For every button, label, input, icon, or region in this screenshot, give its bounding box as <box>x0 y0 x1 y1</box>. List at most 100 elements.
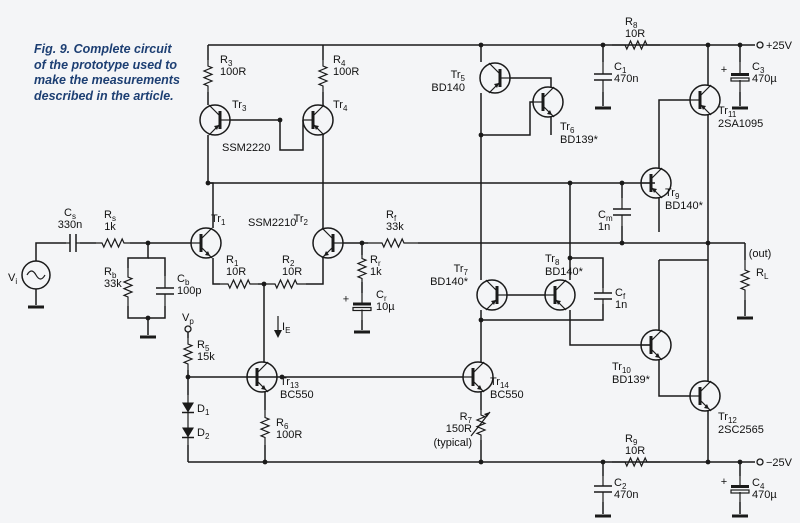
designator-main: R <box>625 433 633 445</box>
transistor-tr4: Tr4 <box>302 99 348 136</box>
ic-label-upper: SSM2220 <box>222 142 270 154</box>
designator-sub: 5 <box>205 344 210 353</box>
transistor-designator: Tr7 <box>454 263 469 277</box>
designator-sub: s <box>112 214 116 223</box>
capacitor-value: 1n <box>598 221 610 233</box>
designator-main: Tr <box>545 253 555 265</box>
transistor-designator: Tr13 <box>280 376 299 390</box>
diode-d1: D1 <box>182 395 210 420</box>
junction-dot <box>279 374 285 380</box>
capacitor-value: 10µ <box>376 301 395 313</box>
transistor-emitter <box>200 246 213 259</box>
diode-d2: D2 <box>182 420 210 445</box>
designator-sub: 1 <box>221 218 226 227</box>
designator-main: C <box>598 209 606 221</box>
designator-sub: i <box>15 277 17 286</box>
designator-main: Tr <box>665 187 675 199</box>
resistor-symbol <box>475 410 487 440</box>
designator-sub: 1 <box>622 66 627 75</box>
junction-dot <box>600 459 606 465</box>
vp-label: Vp <box>182 312 194 326</box>
transistor-emitter <box>699 399 712 412</box>
designator-sub: b <box>185 278 190 287</box>
designator-main: R <box>276 417 284 429</box>
designator-main: R <box>282 254 290 266</box>
designator-main: C <box>614 477 622 489</box>
transistor-designator: Tr4 <box>333 99 348 113</box>
designator-main: V <box>8 272 16 284</box>
transistor-collector <box>488 62 501 75</box>
resistor-symbol <box>368 237 418 249</box>
positive-rail-label: +25V <box>766 40 793 52</box>
wire <box>570 304 604 321</box>
transistor-designator: Tr5 <box>451 69 466 83</box>
transistor-collector <box>200 227 213 240</box>
wire <box>658 360 690 397</box>
designator-sub: 2 <box>205 432 210 441</box>
designator-main: R <box>104 266 112 278</box>
resistor-value: 1k <box>370 266 382 278</box>
resistor-designator: R3 <box>220 54 233 68</box>
resistor-value: 33k <box>386 221 404 233</box>
resistor-designator: R8 <box>625 16 638 30</box>
transistor-part: 2SA1095 <box>718 118 763 130</box>
transistor-collector <box>699 84 712 97</box>
wire <box>569 320 650 346</box>
designator-sub: 14 <box>500 381 509 390</box>
junction-dot <box>277 117 283 123</box>
capacitor-designator: C1 <box>614 61 627 75</box>
capacitor-value: 470n <box>614 73 638 85</box>
diode-designator: D1 <box>197 403 210 417</box>
junction-dot <box>600 42 606 48</box>
transistor-designator: Tr3 <box>232 99 247 113</box>
transistor-part: 2SC2565 <box>718 424 764 436</box>
resistor-designator: RL <box>756 267 769 281</box>
transistor-designator: Tr14 <box>490 376 509 390</box>
designator-main: Tr <box>454 263 464 275</box>
resistor-value: 33k <box>104 278 122 290</box>
capacitor-value: 100p <box>177 285 201 297</box>
wire <box>510 77 552 87</box>
resistor-designator: R2 <box>282 254 295 268</box>
capacitor-plate <box>731 73 749 76</box>
transistor-part: BD139* <box>560 134 599 146</box>
designator-sub: 9 <box>633 438 638 447</box>
capacitor-designator: C3 <box>752 61 765 75</box>
transistor-emitter <box>256 380 269 393</box>
resistor-designator: R6 <box>276 417 289 431</box>
designator-main: R <box>197 339 205 351</box>
designator-main: Tr <box>211 213 221 225</box>
designator-sub: f <box>623 292 626 301</box>
capacitor-designator: Cf <box>615 287 626 301</box>
junction-dot <box>737 459 743 465</box>
designator-sub: 10 <box>622 366 631 375</box>
designator-main: R <box>226 254 234 266</box>
lower-pair-label: SSM2210 <box>248 217 296 229</box>
junction-dot <box>262 459 268 465</box>
designator-main: C <box>752 477 760 489</box>
designator-sub: 4 <box>343 104 348 113</box>
resistor-rl: RL <box>739 260 769 300</box>
designator-sub: 3 <box>760 66 765 75</box>
designator-main: R <box>333 54 341 66</box>
transistor-collector <box>650 167 663 180</box>
wire <box>148 257 166 276</box>
source-label: Vi <box>8 272 17 286</box>
transistor-emitter <box>542 105 555 118</box>
polarity-mark: + <box>343 294 349 306</box>
resistor-designator: R1 <box>226 254 239 268</box>
designator-main: V <box>182 312 190 324</box>
emitter-arrow <box>324 251 329 256</box>
junction-dot <box>705 240 711 246</box>
